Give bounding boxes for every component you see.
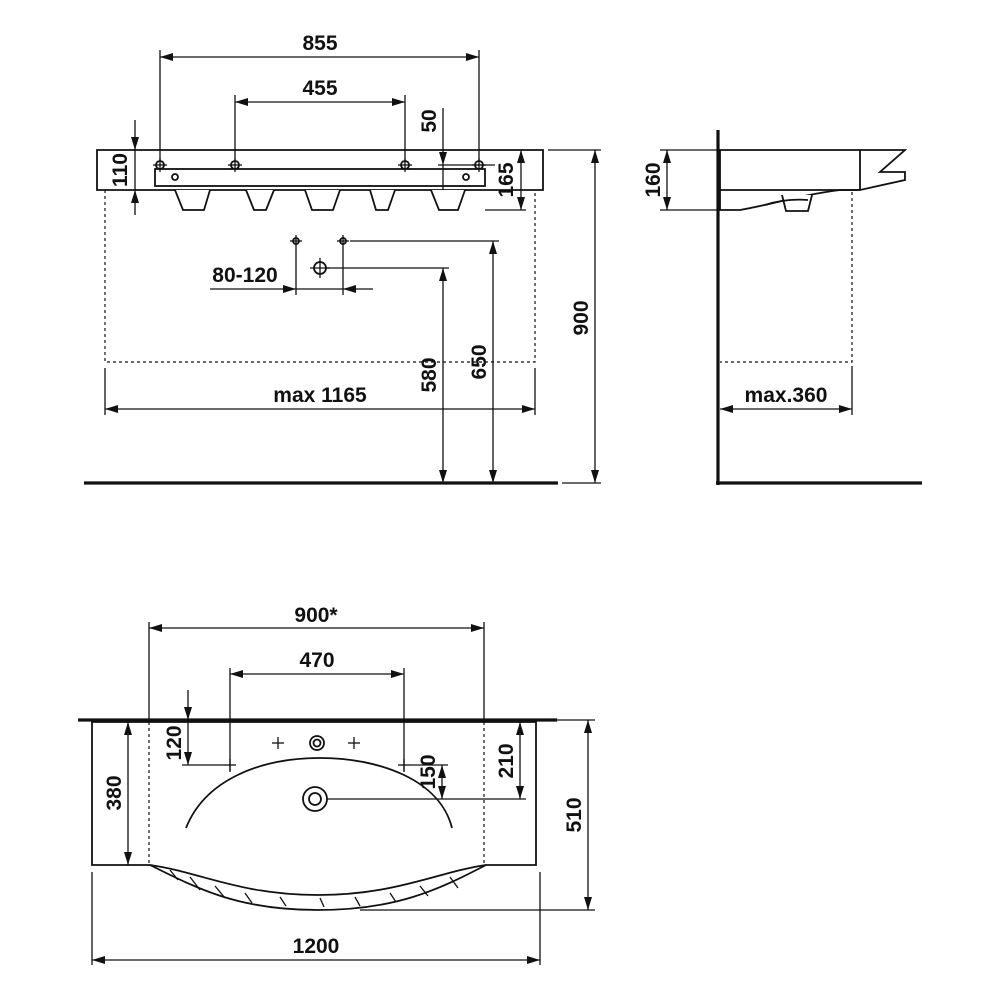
plan-tap-hole-center [309, 735, 325, 751]
dim-label-max-360: max.360 [745, 384, 828, 407]
dim-label-855: 855 [302, 32, 337, 55]
dim-label-455: 455 [302, 77, 337, 100]
dim-label-120: 120 [163, 725, 186, 760]
front-bar-screw-right [462, 173, 470, 181]
plan-view: 900* 470 120 380 150 210 510 [78, 604, 595, 965]
dim-label-900: 900 [570, 300, 593, 335]
side-view: 160 max.360 [642, 130, 922, 485]
front-bracket-4 [430, 189, 466, 211]
dim-label-max-1165: max 1165 [273, 384, 367, 407]
plan-tap-marker-right [348, 737, 360, 749]
side-cabinet-outline [720, 192, 853, 363]
dim-label-50: 50 [418, 109, 441, 132]
dim-label-580: 580 [418, 357, 441, 392]
front-bar-screw-left [171, 173, 179, 181]
dim-label-210: 210 [495, 743, 518, 778]
dim-label-110: 110 [109, 153, 132, 187]
front-waste-outlet [304, 189, 341, 211]
plan-tap-marker-left [272, 737, 284, 749]
dim-label-165: 165 [495, 162, 518, 197]
dim-label-650: 650 [468, 344, 491, 379]
front-bracket-2 [245, 189, 275, 211]
front-bracket-3 [369, 189, 396, 211]
dim-label-80-120: 80-120 [212, 264, 277, 287]
side-waste-outlet [781, 194, 813, 212]
front-towel-bar [154, 168, 486, 187]
front-supply-point-right [337, 235, 349, 247]
dim-label-470: 470 [299, 649, 334, 672]
dim-label-900-star: 900* [294, 604, 338, 627]
side-basin-profile [719, 149, 908, 211]
front-tap-hole-2 [228, 158, 242, 172]
dim-label-160: 160 [642, 162, 665, 197]
dim-label-150: 150 [417, 754, 440, 789]
dim-label-1200: 1200 [293, 935, 340, 958]
front-supply-point-left [290, 235, 302, 247]
dim-label-380: 380 [103, 775, 126, 810]
front-view: 855 455 50 110 165 80-120 max 1165 [84, 32, 601, 485]
plan-basin-outline [91, 721, 537, 911]
plan-bowl-outline [185, 757, 453, 829]
dim-label-510: 510 [563, 797, 586, 832]
front-tap-hole-3 [398, 158, 412, 172]
front-bracket-1 [174, 189, 211, 211]
front-tap-hole-1 [153, 158, 167, 172]
front-cabinet-outline [104, 190, 536, 363]
